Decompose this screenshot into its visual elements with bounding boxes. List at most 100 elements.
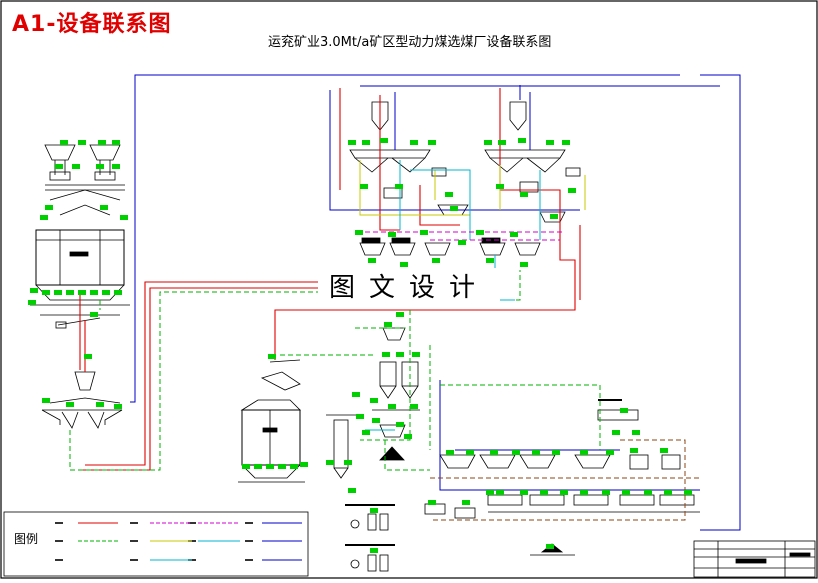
drawing-title: 运兖矿业3.0Mt/a矿区型动力煤选煤厂设备联系图: [268, 35, 552, 50]
equipment-tag: [552, 450, 560, 455]
equipment-tag: [512, 450, 520, 455]
jig-washer-group-right: [484, 101, 581, 223]
equipment-tag: [540, 490, 548, 495]
equipment-tag: [326, 460, 334, 465]
legend-label: 图例: [14, 532, 39, 546]
equipment-tag: [242, 464, 250, 469]
equipment-tag: [428, 140, 436, 145]
equipment-tag: [560, 490, 568, 495]
equipment-tag: [112, 140, 120, 145]
equipment-tag: [580, 490, 588, 495]
equipment-tag: [66, 402, 74, 407]
equipment-tag: [96, 164, 104, 169]
equipment-tag: [382, 352, 390, 357]
equipment-tag: [60, 140, 68, 145]
equipment-tag: [254, 464, 262, 469]
magenta-dashed-network: [365, 231, 565, 241]
equipment-tag: [388, 404, 396, 409]
equipment-tag: [396, 422, 404, 427]
equipment-tag: [410, 404, 418, 409]
equipment-tag: [355, 230, 363, 235]
equipment-tag: [664, 490, 672, 495]
equipment-tag: [684, 490, 692, 495]
equipment-tag: [54, 290, 62, 295]
equipment-tag: [396, 352, 404, 357]
blue-line-network: [130, 74, 741, 531]
equipment-tag: [532, 450, 540, 455]
equipment-tag: [348, 140, 356, 145]
equipment-tag: [380, 138, 388, 143]
equipment-tag: [266, 464, 274, 469]
equipment-tag: [660, 448, 668, 453]
brown-dashed-network: [430, 439, 700, 521]
equipment-tag: [462, 500, 470, 505]
clean-coal-bin: [238, 399, 305, 483]
equipment-tag: [384, 322, 392, 327]
equipment-tag: [396, 312, 404, 317]
equipment-tag: [268, 354, 276, 359]
equipment-tag: [30, 288, 38, 293]
equipment-tag: [96, 402, 104, 407]
sheet-title: A1-设备联系图: [12, 12, 172, 37]
dewatering-cone-row: [359, 237, 541, 256]
equipment-tag: [550, 214, 558, 219]
equipment-tag: [114, 290, 122, 295]
equipment-tag: [84, 354, 92, 359]
watermark-text: 图文设计: [318, 268, 500, 308]
equipment-tag: [66, 290, 74, 295]
equipment-tag: [568, 188, 576, 193]
equipment-tag: [476, 230, 484, 235]
equipment-tag: [410, 140, 418, 145]
equipment-tag: [90, 290, 98, 295]
equipment-tag: [562, 140, 570, 145]
jig-washer-group-left: [349, 101, 469, 216]
equipment-tag: [360, 184, 368, 189]
equipment-tag: [114, 404, 122, 409]
equipment-tag: [45, 205, 53, 210]
equipment-tag: [630, 448, 638, 453]
equipment-tag: [362, 430, 370, 435]
equipment-tag: [498, 140, 506, 145]
equipment-tag: [370, 508, 378, 513]
equipment-tag: [120, 215, 128, 220]
equipment-tag: [445, 192, 453, 197]
title-block: [693, 540, 816, 578]
pump-station-group: [345, 504, 575, 572]
equipment-tag: [300, 462, 308, 467]
equipment-tag: [510, 232, 518, 237]
equipment-tag: [484, 140, 492, 145]
equipment-tag: [466, 450, 474, 455]
red-line-network: [79, 88, 581, 471]
equipment-tag: [356, 414, 364, 419]
equipment-tag: [602, 490, 610, 495]
equipment-tag: [370, 398, 378, 403]
equipment-tag: [404, 434, 412, 439]
equipment-tag: [78, 290, 86, 295]
legend-box: [3, 511, 309, 577]
raw-coal-bin-group: [30, 144, 130, 329]
equipment-tag: [622, 490, 630, 495]
equipment-tag: [546, 544, 554, 549]
equipment-tag: [388, 232, 396, 237]
equipment-tag: [458, 240, 466, 245]
equipment-tag: [362, 140, 370, 145]
thickener-tank: [260, 359, 356, 479]
equipment-tag: [428, 500, 436, 505]
equipment-tag: [368, 258, 376, 263]
equipment-tag: [606, 450, 614, 455]
equipment-tag: [446, 450, 454, 455]
equipment-tag: [372, 418, 380, 423]
equipment-tag: [518, 138, 526, 143]
equipment-tag: [352, 392, 360, 397]
equipment-tag: [78, 140, 86, 145]
equipment-tag: [42, 398, 50, 403]
equipment-tag: [55, 164, 63, 169]
equipment-tag: [520, 262, 528, 267]
equipment-tag: [100, 205, 108, 210]
equipment-tag: [612, 430, 620, 435]
equipment-tag: [412, 352, 420, 357]
equipment-tag: [632, 430, 640, 435]
